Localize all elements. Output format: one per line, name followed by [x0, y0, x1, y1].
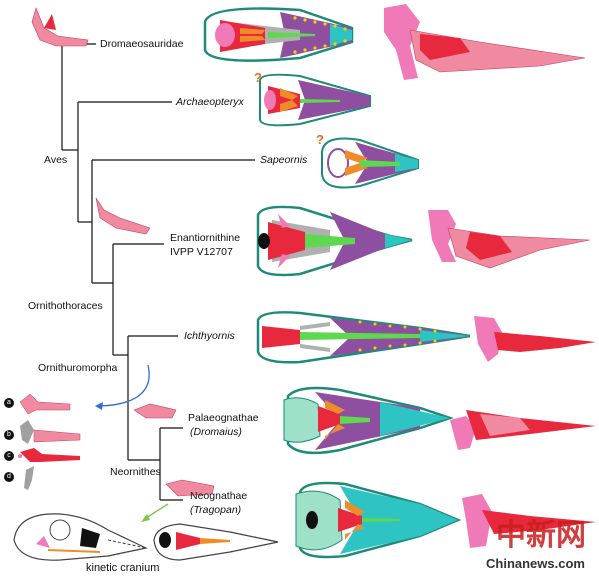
- skull-neognathae: [295, 481, 462, 559]
- kinetic-skull-lateral: [13, 513, 148, 561]
- key-badge-d: d: [4, 472, 14, 482]
- skull-palaeognathae: [283, 386, 454, 455]
- lateral-palate-dromaeosauridae: [384, 4, 586, 80]
- taxon-label-neognathae: Neognathae: [190, 490, 248, 502]
- palate-icon-palaeognath: [133, 403, 177, 419]
- uncertain-mark-archaeopteryx: ?: [254, 70, 262, 85]
- taxon-label-ivpp-v12707: IVPP V12707: [170, 246, 233, 258]
- taxon-label-palaeognathae: Palaeognathae: [188, 412, 259, 424]
- kinetic-cranium-label: kinetic cranium: [86, 562, 160, 574]
- taxon-label-tragopan: (Tragopan): [190, 504, 242, 516]
- lateral-palate-palaeognathae: [450, 410, 596, 450]
- clade-label-ornithuromorpha: Ornithuromorpha: [38, 362, 118, 374]
- watermark-logo: 中新网: [496, 519, 586, 552]
- skull-dromaeosauridae: [203, 7, 354, 62]
- taxon-label-dromaeosauridae: Dromaeosauridae: [100, 38, 184, 50]
- watermark-site: Chinanews.com: [486, 556, 585, 571]
- skull-sapeornis: [321, 137, 419, 189]
- skull-ichthyornis: [256, 311, 471, 364]
- blue-arrow: [95, 364, 150, 410]
- palate-icon-neognath: [165, 479, 215, 497]
- taxon-label-archaeopteryx: Archaeopteryx: [176, 96, 244, 108]
- green-arrow: [141, 503, 169, 522]
- taxon-label-dromaius: (Dromaius): [190, 426, 242, 438]
- key-badge-c: c: [4, 451, 14, 461]
- lateral-palate-ichthyornis: [474, 316, 596, 362]
- clade-label-aves: Aves: [44, 154, 68, 166]
- lateral-palate-neognathae: [462, 494, 596, 548]
- key-badge-b: b: [4, 430, 14, 440]
- kinetic-skull-ventral: [153, 523, 279, 561]
- palate-icon-enantiornithine: [95, 197, 151, 235]
- skull-enantiornithine: [256, 205, 413, 277]
- skull-archaeopteryx: [259, 73, 371, 127]
- key-badge-a: a: [4, 398, 14, 408]
- palate-icon-dromaeosaur: [31, 7, 89, 47]
- clade-label-neornithes: Neornithes: [110, 466, 161, 478]
- lateral-palate-enantiornithine: [428, 210, 591, 269]
- taxon-label-ichthyornis: Ichthyornis: [184, 330, 235, 342]
- clade-label-ornithothoraces: Ornithothoraces: [28, 300, 103, 312]
- uncertain-mark-sapeornis: ?: [316, 132, 324, 147]
- taxon-label-enantiornithine: Enantiornithine: [170, 232, 241, 244]
- bone-key: [18, 393, 81, 490]
- phylogenetic-tree: [61, 43, 255, 501]
- taxon-label-sapeornis: Sapeornis: [260, 154, 308, 166]
